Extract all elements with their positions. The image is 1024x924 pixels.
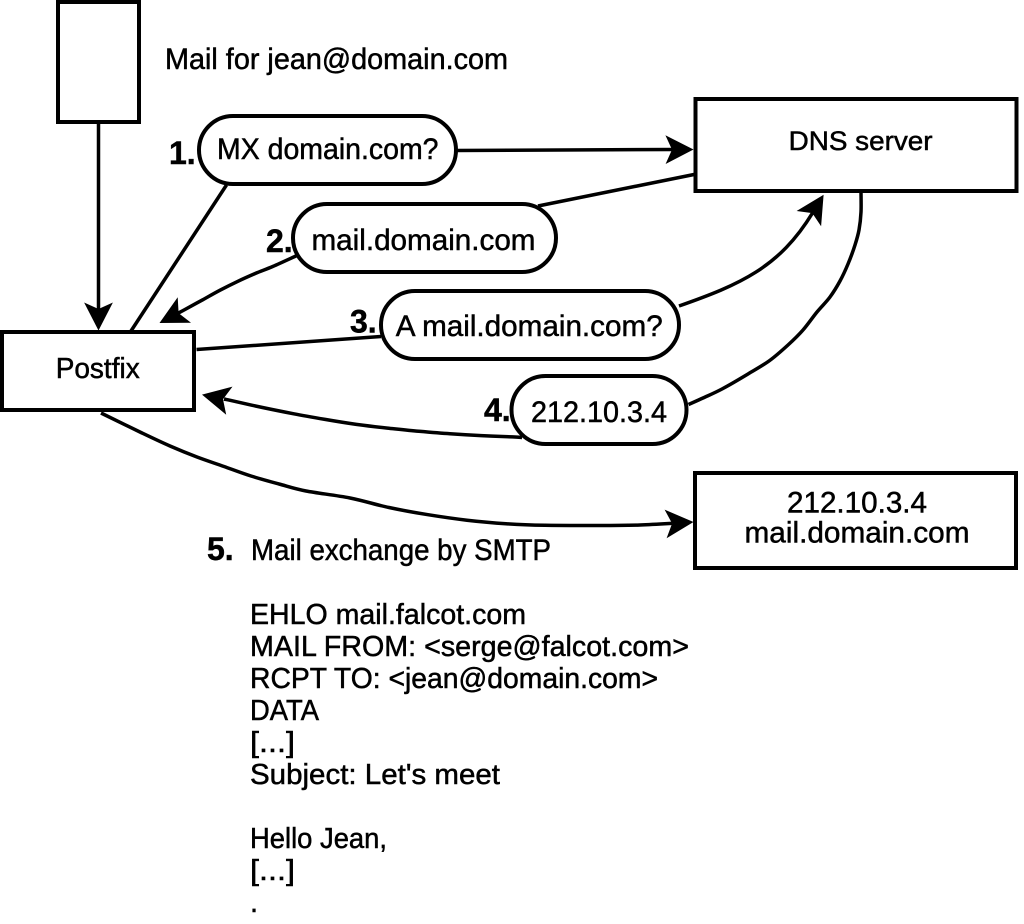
svg-text:Subject: Let's meet: Subject: Let's meet: [250, 759, 500, 791]
svg-text:212.10.3.4: 212.10.3.4: [531, 396, 667, 429]
svg-text:RCPT TO: <jean@domain.com>: RCPT TO: <jean@domain.com>: [250, 663, 658, 695]
svg-text:.: .: [250, 887, 258, 919]
svg-text:3.: 3.: [350, 304, 377, 340]
svg-text:mail.domain.com: mail.domain.com: [312, 224, 536, 257]
svg-text:MX domain.com?: MX domain.com?: [217, 133, 439, 166]
svg-text:MAIL FROM: <serge@falcot.com>: MAIL FROM: <serge@falcot.com>: [250, 631, 689, 663]
svg-text:5.: 5.: [207, 531, 234, 567]
svg-text:1.: 1.: [169, 135, 196, 171]
svg-text:Mail exchange by SMTP: Mail exchange by SMTP: [251, 534, 551, 567]
svg-text:[...]: [...]: [250, 727, 295, 759]
svg-text:DATA: DATA: [250, 695, 320, 727]
svg-text:2.: 2.: [266, 223, 293, 259]
svg-text:EHLO mail.falcot.com: EHLO mail.falcot.com: [250, 599, 526, 631]
svg-text:Mail for jean@domain.com: Mail for jean@domain.com: [165, 43, 508, 76]
svg-text:Hello Jean,: Hello Jean,: [250, 823, 387, 855]
svg-text:212.10.3.4: 212.10.3.4: [787, 487, 927, 520]
svg-text:[...]: [...]: [250, 855, 295, 887]
svg-text:DNS server: DNS server: [789, 126, 933, 156]
svg-text:A mail.domain.com?: A mail.domain.com?: [396, 310, 663, 343]
svg-text:mail.domain.com: mail.domain.com: [745, 517, 970, 550]
svg-text:4.: 4.: [484, 392, 511, 428]
svg-text:Postfix: Postfix: [56, 353, 140, 385]
